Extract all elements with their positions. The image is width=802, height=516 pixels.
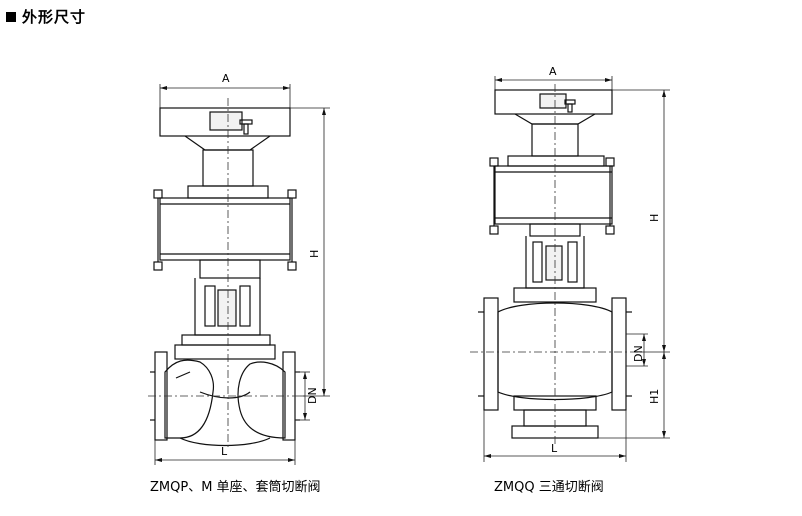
dim-h-label-right: H <box>648 214 661 222</box>
dim-dn-label-right: DN <box>632 345 645 362</box>
dim-h1-label-right: H1 <box>648 389 661 404</box>
right-valve-drawing: A <box>470 65 670 462</box>
dim-a-label: A <box>222 72 230 85</box>
dim-a-label-right: A <box>549 65 557 78</box>
bullet-square-icon <box>6 11 16 22</box>
left-diagram-caption: ZMQP、M 单座、套筒切断阀 <box>150 480 321 495</box>
dim-l-label: L <box>221 445 228 458</box>
right-diagram-caption: ZMQQ 三通切断阀 <box>494 480 604 495</box>
dim-dn-label: DN <box>306 387 319 404</box>
dim-h-label: H <box>308 250 321 258</box>
section-header: 外形尺寸 <box>6 6 86 27</box>
dim-l-label-right: L <box>551 442 558 455</box>
left-valve-drawing: A <box>148 72 330 465</box>
section-title: 外形尺寸 <box>22 8 87 26</box>
